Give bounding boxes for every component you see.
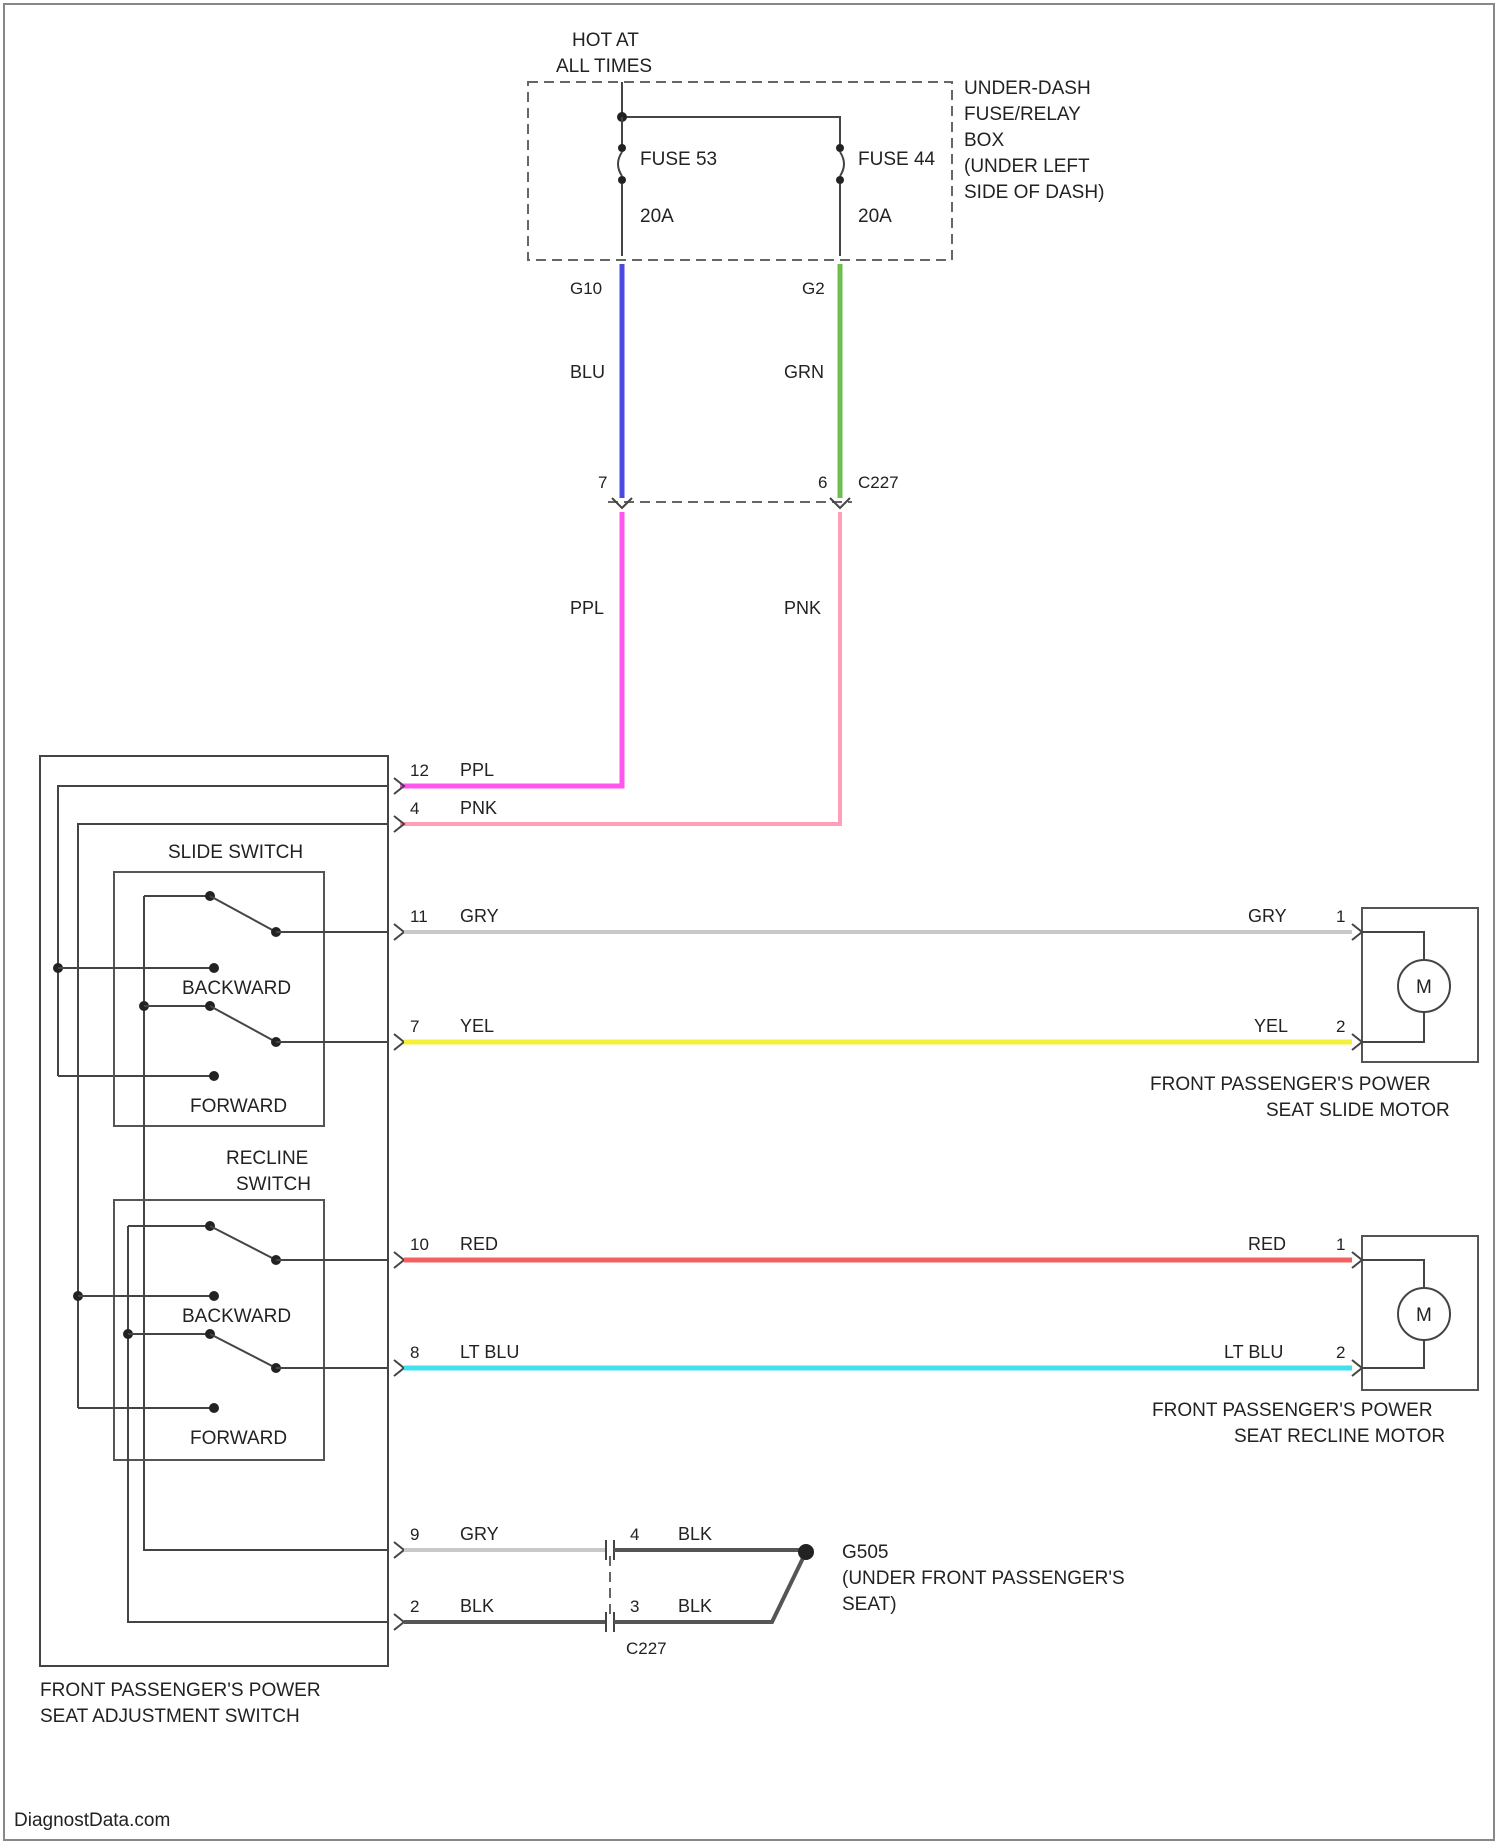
wire-gnd-blk-upper-label: BLK: [678, 1524, 712, 1544]
recline-motor: M: [1352, 1236, 1478, 1390]
c227-label-lower: C227: [626, 1639, 667, 1658]
slide-switch-title: SLIDE SWITCH: [168, 842, 303, 863]
wire-red-label-right: RED: [1248, 1234, 1286, 1254]
c227-pin-3: 3: [630, 1597, 639, 1616]
fuse-53-amps: 20A: [640, 206, 674, 227]
fusebox-label-3: BOX: [964, 130, 1004, 151]
fusebox-label-1: UNDER-DASH: [964, 78, 1091, 99]
slide-switch-box: [114, 872, 324, 1126]
wire-ppl: [400, 512, 622, 786]
slide-motor-name-1: FRONT PASSENGER'S POWER: [1150, 1074, 1431, 1095]
fusebox-outline: [528, 82, 952, 260]
recline-backward-label: BACKWARD: [182, 1306, 291, 1327]
recline-forward-label: FORWARD: [190, 1428, 287, 1449]
wire-grn-label: GRN: [784, 362, 824, 382]
connector-c227-lower: [606, 1540, 614, 1632]
c227-pin-7: 7: [598, 473, 607, 492]
wire-blu-label: BLU: [570, 362, 605, 382]
fusebox-label-4: (UNDER LEFT: [964, 156, 1090, 177]
ground-location-2: SEAT): [842, 1594, 897, 1615]
recline-motor-pin-2: 2: [1336, 1343, 1345, 1362]
switch-pin-2: 2: [410, 1597, 419, 1616]
slide-motor: M: [1352, 908, 1478, 1062]
wire-ppl-label: PPL: [460, 760, 494, 780]
wire-ltblu-label-right: LT BLU: [1224, 1342, 1283, 1362]
switch-pin-7: 7: [410, 1017, 419, 1036]
recline-motor-name-2: SEAT RECLINE MOTOR: [1234, 1426, 1445, 1447]
wire-pnk-label-vert: PNK: [784, 598, 821, 618]
switch-name-2: SEAT ADJUSTMENT SWITCH: [40, 1706, 300, 1727]
switch-pin-4: 4: [410, 799, 419, 818]
wire-yel-label-left: YEL: [460, 1016, 494, 1036]
fusebox-label-2: FUSE/RELAY: [964, 104, 1081, 125]
slide-motor-pin-1: 1: [1336, 907, 1345, 926]
wire-gnd-blk-lower-label: BLK: [460, 1596, 494, 1616]
wire-gnd-blk-lower-2-label: BLK: [678, 1596, 712, 1616]
slide-forward-label: FORWARD: [190, 1096, 287, 1117]
fusebox-label-5: SIDE OF DASH): [964, 182, 1104, 203]
terminal-g10: G10: [570, 279, 602, 298]
wire-yel-label-right: YEL: [1254, 1016, 1288, 1036]
all-times-label: ALL TIMES: [556, 56, 652, 77]
fuse-53-label: FUSE 53: [640, 149, 717, 170]
switch-pin-8: 8: [410, 1343, 419, 1362]
fuse-44-amps: 20A: [858, 206, 892, 227]
ground-name: G505: [842, 1542, 888, 1563]
hot-at-label: HOT AT: [572, 30, 639, 51]
slide-motor-name-2: SEAT SLIDE MOTOR: [1266, 1100, 1450, 1121]
footer-watermark: DiagnostData.com: [14, 1810, 170, 1831]
recline-switch-box: [114, 1200, 324, 1460]
switch-name-1: FRONT PASSENGER'S POWER: [40, 1680, 321, 1701]
recline-switch-title-2: SWITCH: [236, 1174, 311, 1195]
recline-motor-name-1: FRONT PASSENGER'S POWER: [1152, 1400, 1433, 1421]
switch-pin-11: 11: [410, 907, 428, 926]
fuse-relay-box: HOT AT ALL TIMES UNDER-DASH FUSE/RELAY B…: [528, 30, 1104, 298]
wire-ppl-label-vert: PPL: [570, 598, 604, 618]
switch-pin-12: 12: [410, 761, 429, 780]
fuse-44-label: FUSE 44: [858, 149, 936, 170]
fuse-53-icon: [618, 117, 626, 256]
recline-motor-pin-1: 1: [1336, 1235, 1345, 1254]
connector-c227-upper: [608, 498, 852, 508]
terminal-g2: G2: [802, 279, 825, 298]
wire-red-label-left: RED: [460, 1234, 498, 1254]
wire-ltblu-label-left: LT BLU: [460, 1342, 519, 1362]
ground-g505-icon: [798, 1544, 814, 1560]
switch-pin-10: 10: [410, 1235, 429, 1254]
fuse-44-icon: [836, 144, 844, 256]
wire-gry-label-right: GRY: [1248, 906, 1287, 926]
slide-motor-symbol: M: [1416, 977, 1432, 998]
switch-outer-frame: [40, 756, 388, 1666]
c227-label-upper: C227: [858, 473, 899, 492]
seat-adjustment-switch: SLIDE SWITCH BACKWARD FORWARD RECLINE SW…: [40, 756, 388, 1727]
c227-pin-6: 6: [818, 473, 827, 492]
ground-location-1: (UNDER FRONT PASSENGER'S: [842, 1568, 1125, 1589]
wire-gnd-gry-label: GRY: [460, 1524, 499, 1544]
switch-pin-9: 9: [410, 1525, 419, 1544]
c227-pin-4: 4: [630, 1525, 639, 1544]
wire-gry-label-left: GRY: [460, 906, 499, 926]
recline-motor-symbol: M: [1416, 1305, 1432, 1326]
wire-pnk-label: PNK: [460, 798, 497, 818]
recline-switch-title-1: RECLINE: [226, 1148, 308, 1169]
switch-pin-chevrons: [394, 778, 404, 1630]
slide-backward-label: BACKWARD: [182, 978, 291, 999]
slide-motor-pin-2: 2: [1336, 1017, 1345, 1036]
